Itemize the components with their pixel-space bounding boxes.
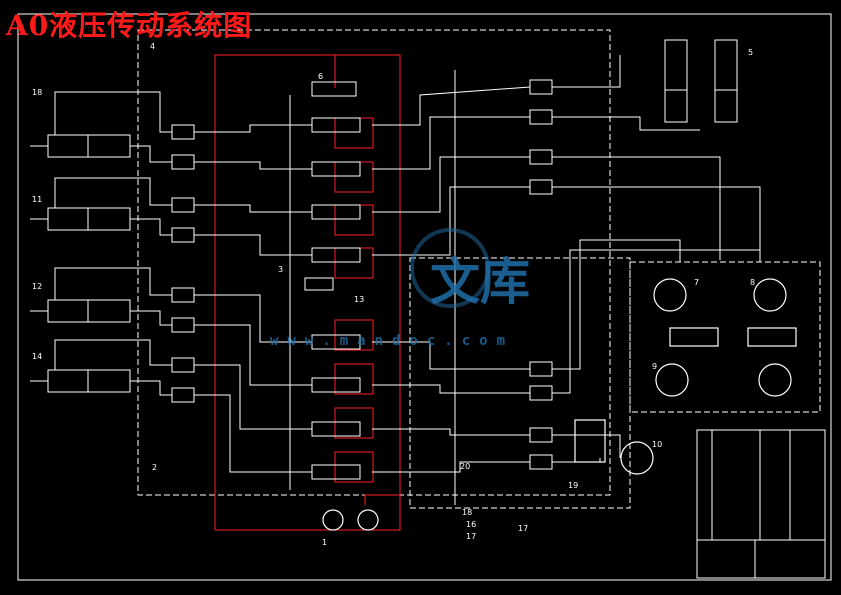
label-20: 20 bbox=[460, 462, 471, 471]
drawing-border bbox=[17, 13, 832, 581]
label-10: 10 bbox=[652, 440, 663, 449]
label-8: 8 bbox=[750, 278, 756, 287]
label-17b: 17 bbox=[518, 524, 529, 533]
label-3: 3 bbox=[278, 265, 284, 274]
label-18b: 18 bbox=[462, 508, 473, 517]
label-18: 18 bbox=[32, 88, 43, 97]
label-14: 14 bbox=[32, 352, 43, 361]
label-1: 1 bbox=[322, 538, 328, 547]
label-16: 16 bbox=[466, 520, 477, 529]
label-19: 19 bbox=[568, 481, 579, 490]
pressure-lines bbox=[214, 54, 401, 531]
label-4: 4 bbox=[150, 42, 156, 51]
dashed-frame-pumps bbox=[629, 261, 821, 413]
label-6: 6 bbox=[318, 72, 324, 81]
directional-valves bbox=[304, 81, 361, 480]
label-9: 9 bbox=[652, 362, 658, 371]
pipe-lines bbox=[130, 55, 761, 505]
watermark-url: www.mandoc.com bbox=[270, 333, 515, 349]
pumps bbox=[322, 278, 797, 531]
label-2: 2 bbox=[152, 463, 158, 472]
watermark-text: 文库 bbox=[430, 252, 530, 311]
dashed-frame-left bbox=[137, 29, 611, 496]
title-block bbox=[696, 429, 826, 579]
label-7: 7 bbox=[694, 278, 700, 287]
label-17a: 17 bbox=[466, 532, 477, 541]
valves-left bbox=[171, 124, 195, 403]
label-13: 13 bbox=[354, 295, 365, 304]
label-12: 12 bbox=[32, 282, 43, 291]
label-11: 11 bbox=[32, 195, 43, 204]
cylinders-right bbox=[664, 39, 738, 123]
cylinders-left bbox=[30, 91, 131, 393]
label-5: 5 bbox=[748, 48, 754, 57]
page-title: A0液压传动系统图 bbox=[6, 9, 253, 42]
valves-right bbox=[529, 79, 553, 470]
watermark-logo bbox=[410, 228, 490, 308]
